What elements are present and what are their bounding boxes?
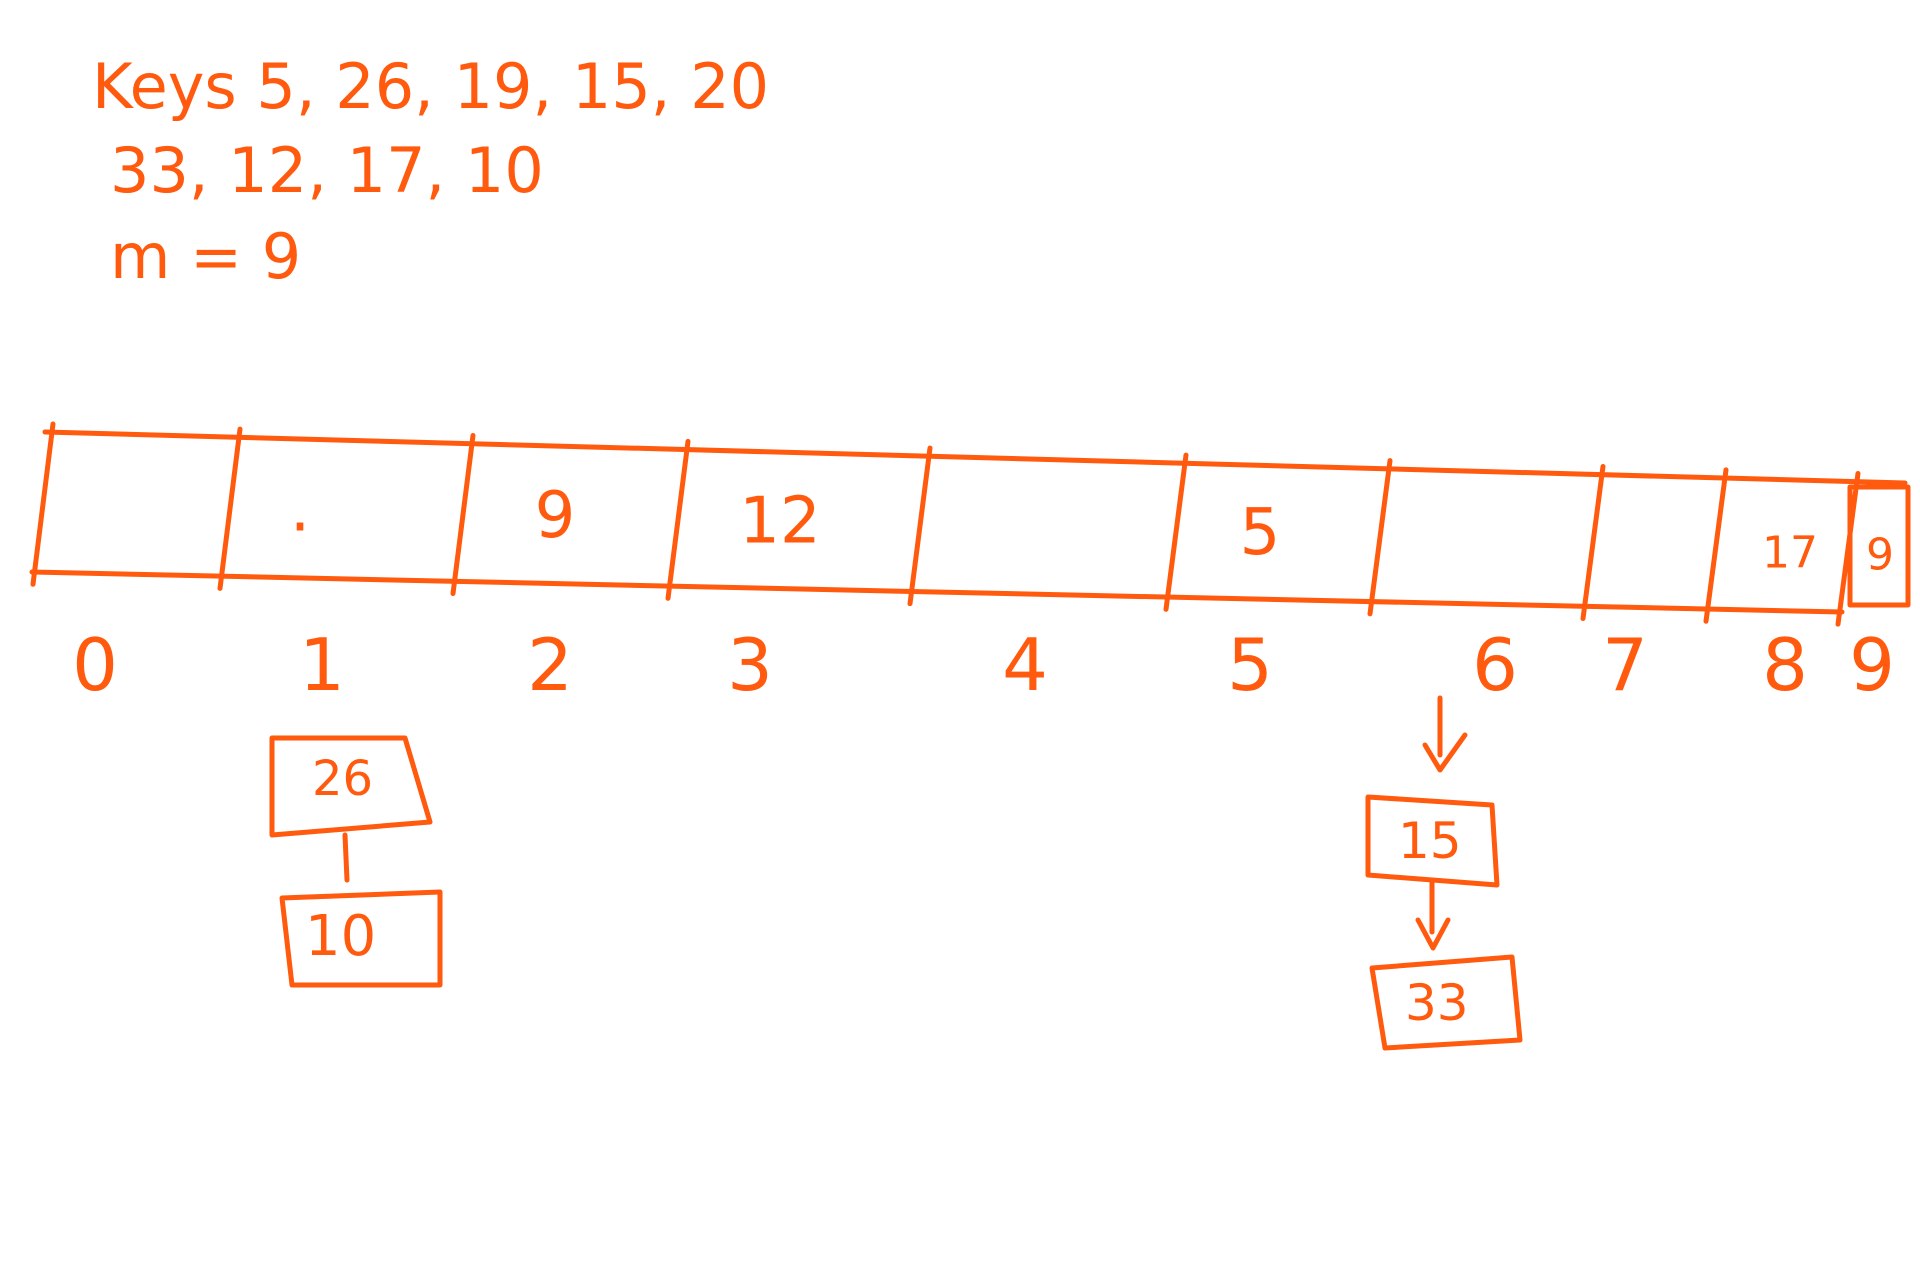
- slot-value-8: 17: [1762, 527, 1818, 578]
- table-top-border: [42, 429, 1908, 486]
- slot-value-5: 5: [1240, 496, 1281, 570]
- cell-divider: [1367, 458, 1393, 617]
- chain-node-15: 15: [1398, 812, 1462, 870]
- cell-divider: [907, 445, 933, 607]
- slot-index-5: 5: [1227, 623, 1273, 707]
- slot-index-1: 1: [299, 623, 345, 707]
- chain-node-15-box: [1365, 794, 1500, 888]
- chain-link-1: [342, 832, 350, 883]
- cell-divider: [30, 421, 56, 587]
- chain-node-26: 26: [312, 751, 373, 807]
- slot-index-3: 3: [727, 623, 773, 707]
- slot-value-2: 9: [535, 479, 576, 553]
- cell-divider: [1580, 464, 1606, 622]
- slot-index-8: 8: [1762, 623, 1808, 707]
- overflow-slot-box: [1847, 484, 1911, 608]
- chain-node-26-box: [269, 735, 433, 838]
- cell-divider: [1703, 467, 1729, 624]
- table-size-note: m = 9: [110, 220, 301, 293]
- cell-divider: [217, 426, 243, 591]
- slot-index-4: 4: [1002, 623, 1048, 707]
- chain-index-6: 15 33: [1365, 695, 1523, 1051]
- slot-index-7: 7: [1602, 623, 1648, 707]
- cell-divider: [1163, 452, 1189, 612]
- chain-node-10: 10: [305, 904, 376, 969]
- table-bottom-border: [29, 569, 1845, 615]
- chain-arrow-6-head: [1422, 732, 1468, 773]
- slot-index-6: 6: [1472, 623, 1518, 707]
- chain-node-33-box: [1369, 954, 1523, 1051]
- chain-node-33: 33: [1405, 974, 1469, 1032]
- slot-value-1: .: [290, 472, 310, 546]
- chain-arrow-15-head: [1415, 917, 1451, 951]
- keys-note: Keys 5, 26, 19, 15, 20: [92, 50, 769, 123]
- chain-node-10-box: [279, 889, 443, 988]
- second-keys-note: 33, 12, 17, 10: [110, 134, 544, 207]
- slot-index-0: 0: [72, 623, 118, 707]
- slot-index-9: 9: [1849, 623, 1895, 707]
- slot-value-3: 12: [739, 484, 820, 558]
- slot-index-2: 2: [527, 623, 573, 707]
- chain-index-1: 26 10: [269, 735, 443, 988]
- slot-value-9: 9: [1866, 530, 1894, 581]
- cell-divider: [665, 438, 691, 601]
- cell-divider: [450, 433, 476, 597]
